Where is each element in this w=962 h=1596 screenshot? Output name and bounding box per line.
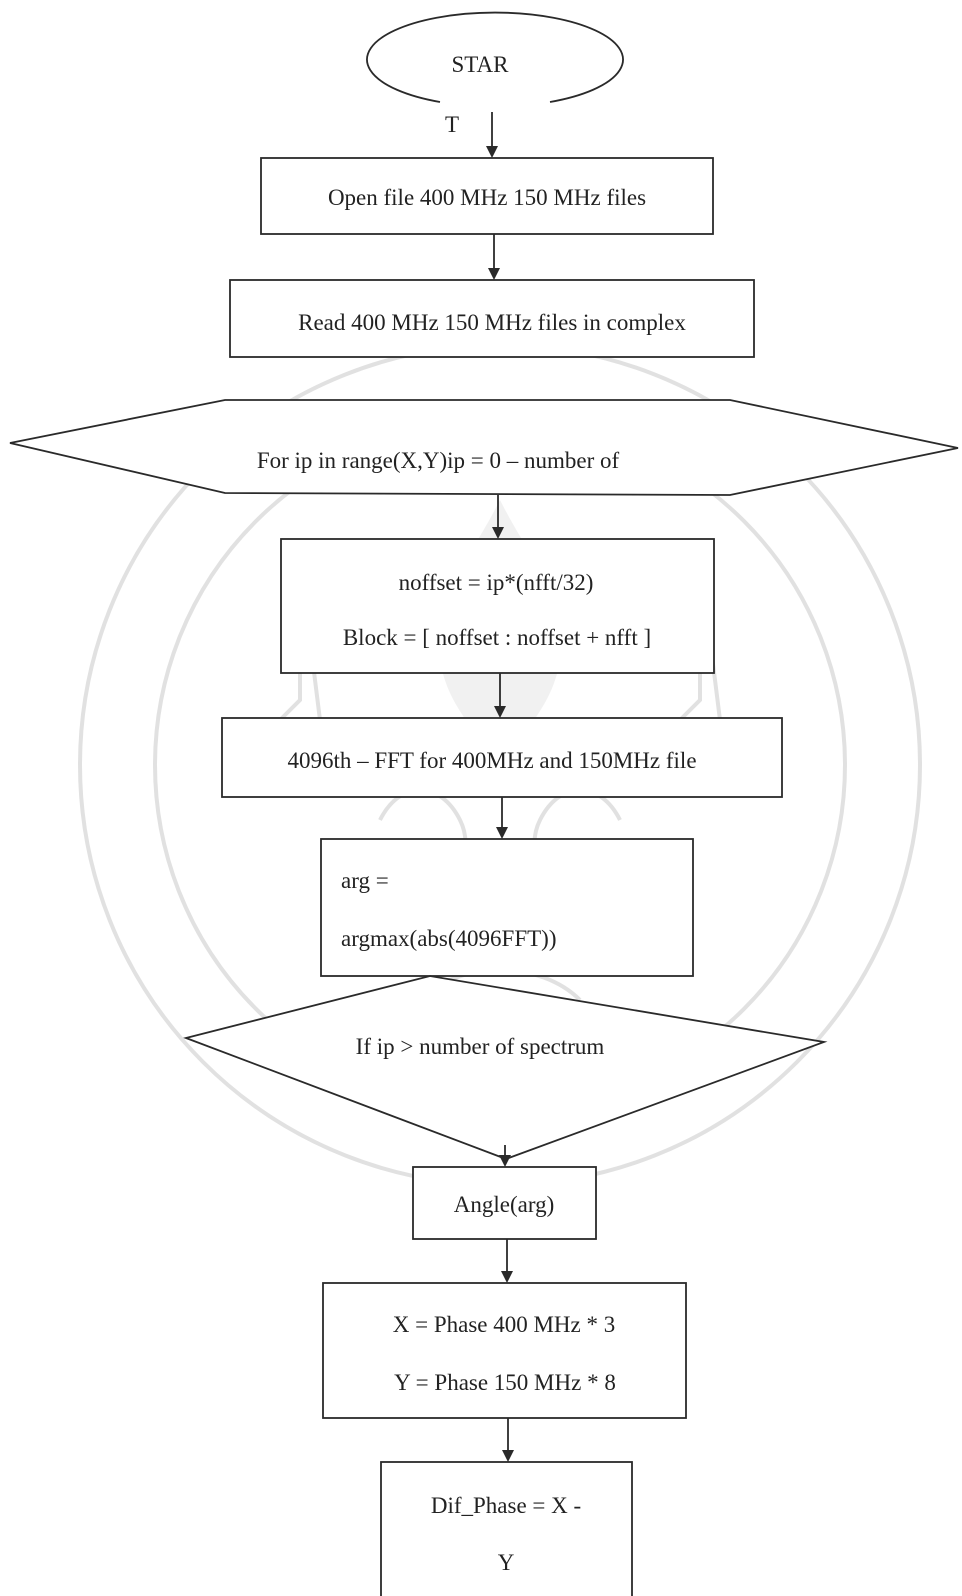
start-label: STAR [452,52,510,77]
angle-label: Angle(arg) [454,1192,554,1217]
arg-label-line2: argmax(abs(4096FFT)) [341,926,556,951]
fft-box [221,717,783,798]
loop-hexagon [9,399,959,496]
fft-label: 4096th – FFT for 400MHz and 150MHz file [287,748,696,773]
phase-x-label: X = Phase 400 MHz * 3 [393,1312,616,1337]
offset-block-box [280,538,715,674]
phase-y-label: Y = Phase 150 MHz * 8 [394,1370,616,1395]
arg-label-line1: arg = [341,868,389,893]
decision-diamond [183,975,828,1160]
angle-box [412,1166,597,1240]
phase-box [322,1282,687,1419]
loop-label: For ip in range(X,Y)ip = 0 – number of [257,448,620,473]
start-label-tail: T [445,112,459,137]
start-oval [366,11,624,103]
dif-phase-label-line1: Dif_Phase = X - [431,1493,581,1518]
dif-phase-label-line2: Y [498,1550,515,1575]
block-label: Block = [ noffset : noffset + nfft ] [343,625,651,650]
read-files-box [229,279,755,358]
decision-label: If ip > number of spectrum [356,1034,605,1059]
open-files-label: Open file 400 MHz 150 MHz files [328,185,646,210]
dif-phase-box [380,1461,633,1596]
arg-box [320,838,694,977]
open-files-box [260,157,714,235]
offset-label: noffset = ip*(nfft/32) [399,570,594,595]
read-files-label: Read 400 MHz 150 MHz files in complex [298,310,686,335]
